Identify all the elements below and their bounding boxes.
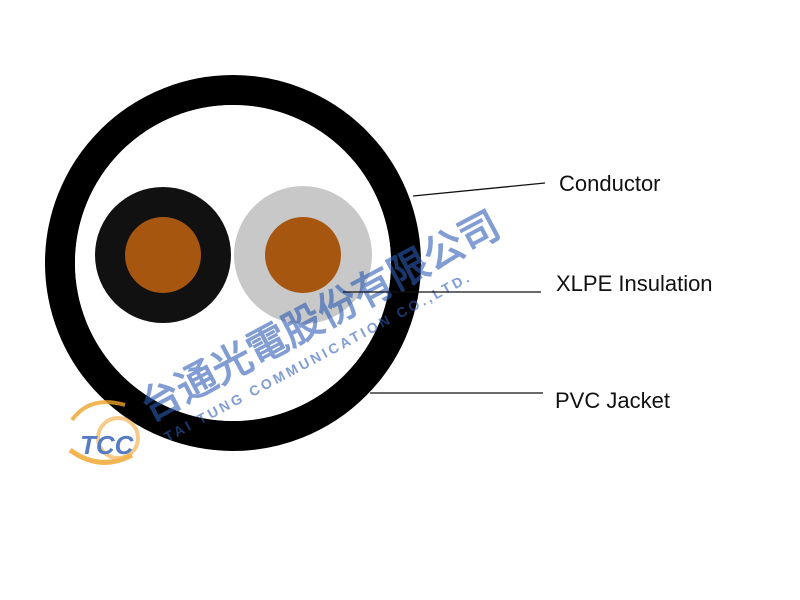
- conductor-label: Conductor: [559, 171, 661, 196]
- core-2-conductor: [265, 217, 341, 293]
- pvc-jacket-label: PVC Jacket: [555, 388, 670, 413]
- core-1-conductor: [125, 217, 201, 293]
- conductor-leader-line: [412, 182, 546, 197]
- tcc-logo-text: TCC: [80, 430, 135, 460]
- xlpe-insulation-label: XLPE Insulation: [556, 271, 713, 296]
- filler: [75, 105, 391, 421]
- tcc-logo: TCC: [68, 400, 140, 465]
- pvc-jacket: [45, 75, 421, 451]
